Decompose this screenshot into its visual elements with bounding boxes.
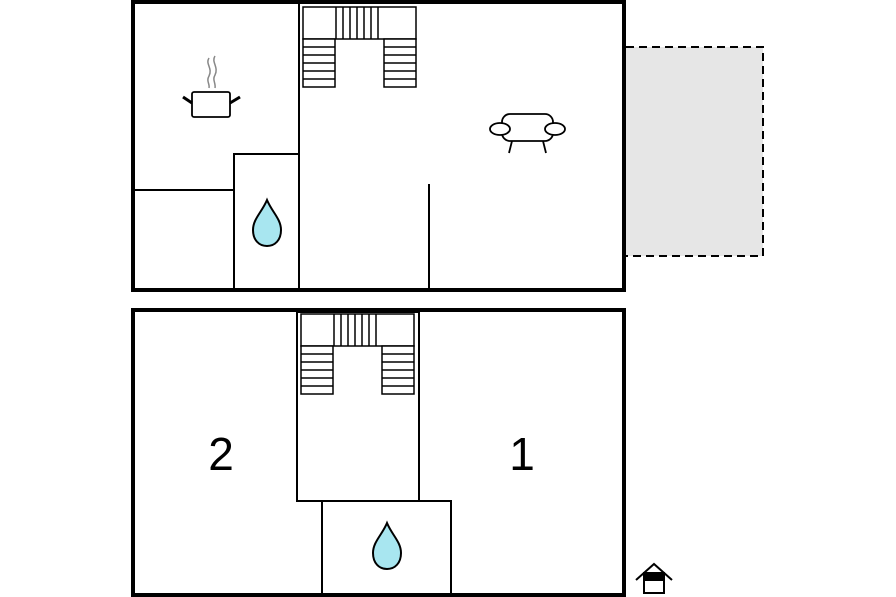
wall-bathroom-lower — [321, 500, 452, 593]
wall-bathroom — [233, 153, 299, 288]
room-label-1: 1 — [509, 428, 535, 480]
room-label-2: 2 — [208, 428, 234, 480]
sofa-icon — [489, 113, 566, 154]
lower-floor-outline — [131, 308, 626, 597]
house-entrance-icon — [635, 562, 673, 594]
water-drop-icon — [251, 197, 283, 248]
staircase-icon — [302, 6, 417, 88]
water-drop-icon — [371, 520, 403, 571]
staircase-icon — [300, 313, 415, 395]
upper-floor-outline — [131, 0, 626, 292]
terrace — [626, 46, 764, 257]
cooking-pot-icon — [182, 55, 241, 118]
